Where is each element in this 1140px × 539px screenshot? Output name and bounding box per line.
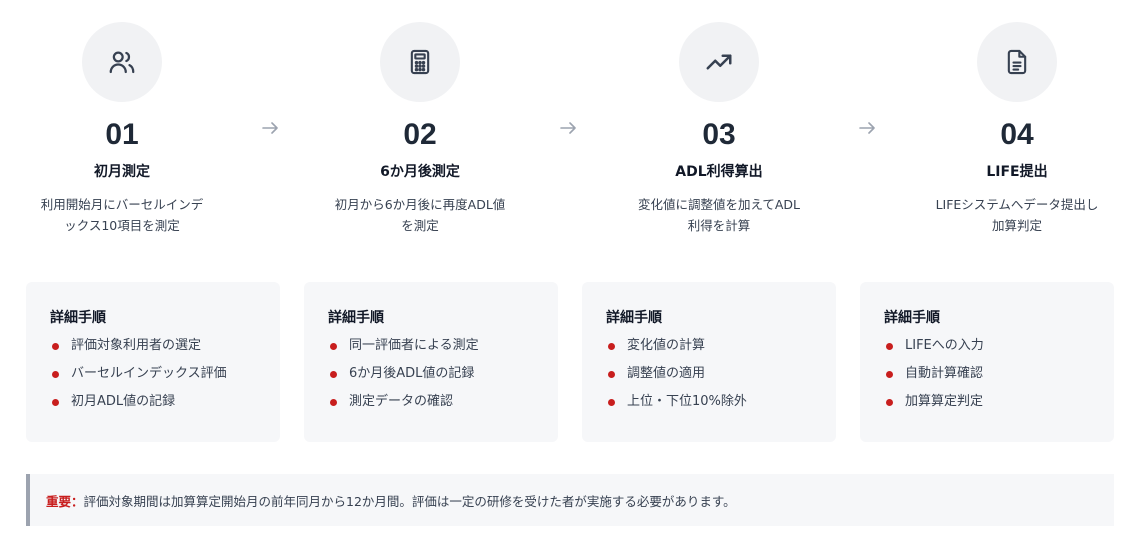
bullet-dot-icon — [886, 398, 893, 406]
step-description-line: LIFEシステムへデータ提出し — [935, 197, 1099, 212]
list-item: 自動計算確認 — [884, 364, 1090, 384]
step-icon-circle — [82, 22, 162, 102]
step-number: 01 — [105, 118, 139, 151]
important-note: 重要：評価対象期間は加算算定開始月の前年同月から12か月間。評価は一定の研修を受… — [26, 474, 1114, 526]
bullet-dot-icon — [330, 342, 337, 350]
step-number: 02 — [403, 118, 437, 151]
list-item: 6か月後ADL値の記録 — [328, 364, 534, 384]
calculator-icon — [410, 49, 430, 75]
detail-card-4: 詳細手順 LIFEへの入力 自動計算確認 加算算定判定 — [860, 282, 1114, 442]
list-item: 上位・下位10%除外 — [606, 392, 812, 412]
detail-list: 評価対象利用者の選定 バーセルインデックス評価 初月ADL値の記録 — [50, 336, 256, 412]
card-title: 詳細手順 — [50, 310, 106, 326]
step-number: 03 — [702, 118, 736, 151]
step-icon-circle — [977, 22, 1057, 102]
list-item-label: 加算算定判定 — [905, 394, 984, 409]
list-item-label: 6か月後ADL値の記録 — [349, 366, 475, 381]
list-item-label: 上位・下位10%除外 — [627, 394, 747, 409]
users-icon — [109, 51, 135, 74]
list-item: 初月ADL値の記録 — [50, 392, 256, 412]
step-2: 02 6か月後測定 初月から6か月後に再度ADL値 を測定 — [320, 22, 520, 236]
step-description-line: 初月から6か月後に再度ADL値 — [334, 197, 506, 212]
step-1: 01 初月測定 利用開始月にバーセルインデ ックス10項目を測定 — [22, 22, 222, 236]
bullet-dot-icon — [886, 370, 893, 378]
detail-card-2: 詳細手順 同一評価者による測定 6か月後ADL値の記録 測定データの確認 — [304, 282, 558, 442]
list-item: 同一評価者による測定 — [328, 336, 534, 356]
detail-card-1: 詳細手順 評価対象利用者の選定 バーセルインデックス評価 初月ADL値の記録 — [26, 282, 280, 442]
important-text: 評価対象期間は加算算定開始月の前年同月から12か月間。評価は一定の研修を受けた者… — [83, 493, 736, 509]
list-item-label: 自動計算確認 — [905, 366, 984, 381]
card-title: 詳細手順 — [606, 310, 662, 326]
list-item: 評価対象利用者の選定 — [50, 336, 256, 356]
trending-up-icon — [706, 54, 732, 70]
detail-card-3: 詳細手順 変化値の計算 調整値の適用 上位・下位10%除外 — [582, 282, 836, 442]
important-label: 重要： — [46, 493, 84, 509]
step-icon-circle — [380, 22, 460, 102]
card-title: 詳細手順 — [328, 310, 384, 326]
bullet-dot-icon — [52, 398, 59, 406]
list-item-label: 評価対象利用者の選定 — [71, 338, 202, 353]
step-description-line: ックス10項目を測定 — [64, 218, 180, 233]
detail-list: 変化値の計算 調整値の適用 上位・下位10%除外 — [606, 336, 812, 412]
bullet-dot-icon — [330, 398, 337, 406]
step-description-line: 加算判定 — [991, 218, 1042, 233]
bullet-dot-icon — [330, 370, 337, 378]
list-item: 加算算定判定 — [884, 392, 1090, 412]
step-description: 変化値に調整値を加えてADL 利得を計算 — [619, 194, 819, 236]
detail-list: 同一評価者による測定 6か月後ADL値の記録 測定データの確認 — [328, 336, 534, 412]
arrow-right-icon — [262, 122, 278, 134]
step-description: 利用開始月にバーセルインデ ックス10項目を測定 — [22, 194, 222, 236]
step-description-line: を測定 — [401, 218, 439, 233]
step-icon-circle — [679, 22, 759, 102]
step-title: LIFE提出 — [986, 164, 1048, 180]
list-item-label: LIFEへの入力 — [905, 338, 984, 353]
list-item: 調整値の適用 — [606, 364, 812, 384]
list-item-label: 変化値の計算 — [627, 338, 706, 353]
list-item-label: バーセルインデックス評価 — [71, 366, 227, 381]
card-title: 詳細手順 — [884, 310, 940, 326]
step-number: 04 — [1000, 118, 1034, 151]
step-title: 6か月後測定 — [380, 164, 460, 180]
bullet-dot-icon — [52, 370, 59, 378]
step-title: ADL利得算出 — [675, 164, 763, 180]
list-item-label: 同一評価者による測定 — [349, 338, 479, 353]
document-icon — [1007, 49, 1027, 75]
step-description-line: 変化値に調整値を加えてADL — [637, 197, 801, 212]
step-description-line: 利用開始月にバーセルインデ — [40, 197, 204, 212]
bullet-dot-icon — [608, 342, 615, 350]
step-description: LIFEシステムへデータ提出し 加算判定 — [917, 194, 1117, 236]
step-description: 初月から6か月後に再度ADL値 を測定 — [320, 194, 520, 236]
list-item-label: 測定データの確認 — [349, 394, 454, 409]
arrow-right-icon — [859, 122, 875, 134]
bullet-dot-icon — [608, 398, 615, 406]
list-item-label: 初月ADL値の記録 — [71, 394, 176, 409]
detail-list: LIFEへの入力 自動計算確認 加算算定判定 — [884, 336, 1090, 412]
step-description-line: 利得を計算 — [687, 218, 751, 233]
step-title: 初月測定 — [94, 164, 150, 180]
step-3: 03 ADL利得算出 変化値に調整値を加えてADL 利得を計算 — [619, 22, 819, 236]
list-item: バーセルインデックス評価 — [50, 364, 256, 384]
bullet-dot-icon — [886, 342, 893, 350]
list-item: 変化値の計算 — [606, 336, 812, 356]
bullet-dot-icon — [608, 370, 615, 378]
list-item-label: 調整値の適用 — [627, 366, 706, 381]
bullet-dot-icon — [52, 342, 59, 350]
arrow-right-icon — [560, 122, 576, 134]
list-item: LIFEへの入力 — [884, 336, 1090, 356]
step-4: 04 LIFE提出 LIFEシステムへデータ提出し 加算判定 — [917, 22, 1117, 236]
list-item: 測定データの確認 — [328, 392, 534, 412]
